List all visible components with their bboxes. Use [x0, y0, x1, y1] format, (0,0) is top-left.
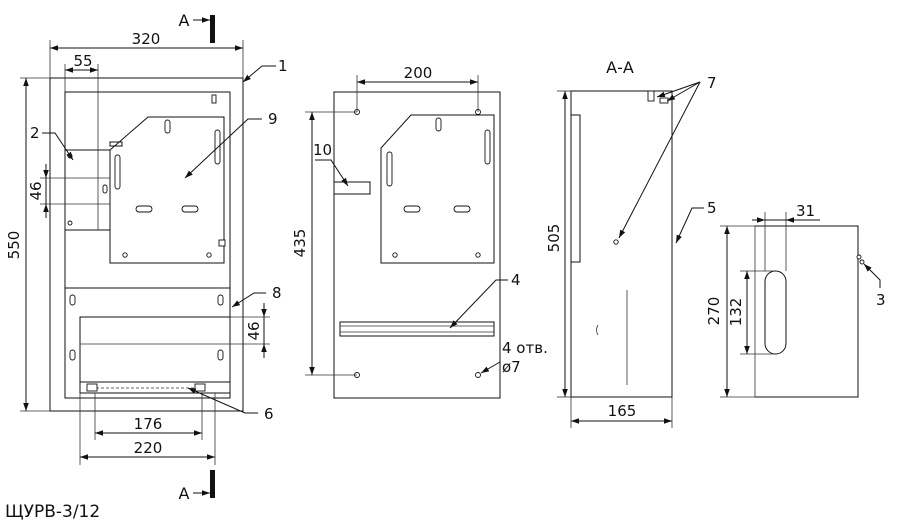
dim-front-right-gap: 46 — [245, 321, 263, 340]
callout-5: 5 — [707, 199, 717, 217]
hole-note-count: 4 отв. — [502, 339, 548, 357]
side-handle-slot — [764, 270, 787, 355]
plate-slot — [164, 119, 171, 134]
back-view-frame — [333, 91, 501, 399]
bottom-slot — [217, 349, 224, 361]
section-clip — [647, 90, 655, 102]
side-detail-frame — [755, 225, 859, 398]
dim-side-height: 270 — [705, 297, 723, 326]
dim-front-height: 550 — [5, 231, 23, 260]
back-view: 200 435 10 4 4 отв. ø7 — [291, 64, 548, 399]
callout-1: 1 — [278, 57, 288, 75]
lock-slot — [102, 184, 108, 194]
section-cut-mark-top — [210, 15, 215, 43]
side-hole — [856, 254, 862, 260]
plate-tab — [109, 141, 123, 147]
section-hole — [613, 239, 619, 245]
dim-section-height: 505 — [545, 224, 563, 253]
section-door-edge — [570, 114, 581, 263]
plate-hole — [206, 252, 212, 258]
dim-back-holes-height: 435 — [291, 229, 309, 258]
bottom-slot — [69, 349, 76, 361]
callout-3: 3 — [876, 291, 886, 309]
lock-block — [64, 149, 111, 231]
section-title: А-А — [606, 58, 634, 77]
rail-clamp — [86, 383, 98, 392]
dim-side-width: 31 — [796, 202, 815, 220]
dim-front-offset: 55 — [73, 52, 92, 70]
section-mark-bottom: А — [179, 484, 190, 503]
side-hole — [859, 259, 865, 265]
back-plate-slot — [484, 129, 491, 165]
lock-hole — [67, 220, 73, 226]
back-plate-slot — [403, 205, 421, 213]
dim-back-holes-width: 200 — [404, 64, 433, 82]
part-10-block — [333, 181, 371, 195]
bottom-slot — [69, 294, 76, 306]
callout-7: 7 — [707, 74, 717, 92]
plate-hole — [122, 252, 128, 258]
din-rail-back — [339, 321, 495, 337]
back-plate-slot — [435, 117, 442, 132]
dim-section-depth: 165 — [608, 402, 637, 420]
dim-front-small: 46 — [27, 181, 45, 200]
plate-slot — [135, 205, 153, 213]
callout-9: 9 — [268, 110, 278, 128]
section-view: А-А 505 165 7 5 — [545, 58, 717, 428]
mounting-hole — [475, 372, 481, 378]
front-view-outer-frame — [49, 77, 244, 412]
mounting-plate — [109, 116, 225, 264]
model-caption: ЩУРВ-3/12 — [5, 502, 100, 522]
dim-bottom-outer: 220 — [134, 439, 163, 457]
section-cut-mark-bottom — [210, 470, 215, 498]
plate-clip — [218, 239, 226, 247]
plate-slot — [181, 205, 199, 213]
dim-side-slot: 132 — [727, 298, 745, 327]
back-plate-hole — [475, 252, 481, 258]
callout-4: 4 — [511, 271, 521, 289]
bottom-panel — [79, 316, 231, 383]
plate-slot — [114, 154, 121, 190]
dim-front-width: 320 — [132, 30, 161, 48]
back-mounting-plate — [380, 114, 495, 264]
callout-2: 2 — [30, 124, 40, 142]
plate-clip — [211, 94, 217, 104]
dim-bottom-inner: 176 — [134, 415, 163, 433]
callout-6: 6 — [264, 405, 274, 423]
back-plate-hole — [392, 252, 398, 258]
din-rail-bottom — [79, 381, 231, 394]
callout-8: 8 — [272, 284, 282, 302]
front-view: 320 55 550 46 46 176 220 — [5, 11, 288, 503]
back-plate-slot — [453, 205, 471, 213]
section-view-frame — [570, 90, 673, 398]
front-view-panel — [64, 91, 231, 399]
callout-10: 10 — [313, 141, 332, 159]
section-clip — [659, 97, 669, 104]
bottom-slot — [217, 294, 224, 306]
side-detail-view: 270 132 31 3 — [705, 202, 886, 398]
hole-note-diameter: ø7 — [502, 358, 521, 376]
rail-clamp — [194, 383, 206, 392]
back-plate-slot — [386, 151, 393, 187]
section-mark-top: А — [179, 11, 190, 30]
